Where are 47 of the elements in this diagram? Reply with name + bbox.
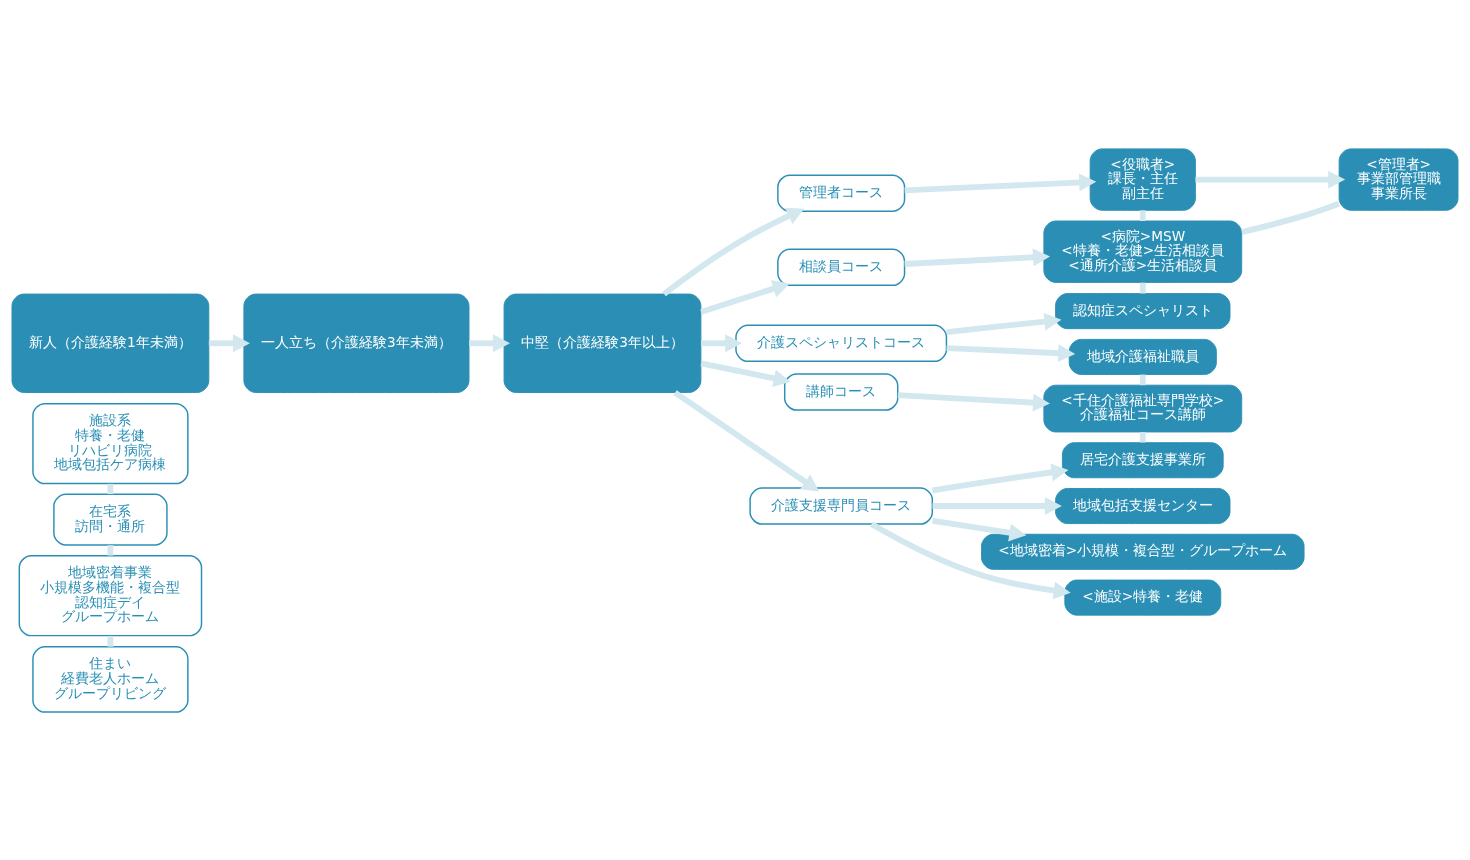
node-box: <地域密着>小規模・複合型・グループホーム	[981, 533, 1305, 570]
arrow	[700, 279, 790, 315]
arrow	[701, 333, 743, 352]
connector	[1139, 374, 1146, 385]
node-box: 在宅系 訪問・通所	[53, 493, 168, 546]
arrow	[700, 360, 791, 387]
arrow	[1195, 170, 1346, 188]
connector	[1139, 282, 1146, 293]
arrow	[931, 463, 1069, 493]
node-box: 介護支援専門員コース	[749, 486, 934, 525]
arrow	[673, 389, 820, 492]
arrow	[870, 521, 1071, 599]
arrow	[904, 247, 1051, 267]
node-box: <病院>MSW <特養・老健>生活相談員 <通所介護>生活相談員	[1043, 220, 1243, 283]
node-box: 地域密着事業 小規模多機能・複合型 認知症デイ グループホーム	[18, 554, 203, 636]
connector	[107, 544, 114, 556]
connector	[1139, 209, 1146, 221]
arrow	[904, 173, 1097, 193]
connector	[107, 483, 114, 494]
node-box: 施設系 特養・老健 リハビリ病院 地域包括ケア病棟	[32, 402, 189, 484]
node-box: 居宅介護支援事業所	[1061, 441, 1224, 478]
arrow	[662, 207, 805, 296]
node-box: 中堅（介護経験3年以上）	[503, 293, 702, 393]
connector	[1139, 431, 1146, 442]
connector	[1241, 200, 1340, 235]
node-box: 講師コース	[783, 372, 899, 411]
arrow	[208, 333, 250, 352]
node-box: <役職者> 課長・主任 副主任	[1089, 147, 1196, 211]
arrow	[469, 333, 510, 352]
arrow	[946, 312, 1062, 335]
node-box: 管理者コース	[777, 174, 906, 212]
arrow	[897, 391, 1050, 411]
node-box: <施設>特養・老健	[1064, 579, 1222, 616]
node-box: 認知症スペシャリスト	[1055, 292, 1231, 329]
node-box: <千住介護福祉専門学校> 介護福祉コース講師	[1043, 384, 1243, 432]
node-box: 相談員コース	[777, 248, 906, 286]
node-box: 地域介護福祉職員	[1068, 338, 1217, 375]
arrow	[932, 517, 1027, 541]
connector	[107, 635, 114, 647]
node-box: 住まい 経費老人ホーム グループリビング	[32, 645, 189, 713]
node-box: 地域包括支援センター	[1055, 487, 1231, 524]
node-box: 一人立ち（介護経験3年未満）	[243, 293, 470, 393]
arrow	[932, 496, 1062, 515]
node-box: 介護スペシャリストコース	[735, 324, 948, 362]
arrow	[946, 343, 1076, 362]
node-box: 新人（介護経験1年未満）	[11, 293, 210, 393]
node-box: <管理者> 事業部管理職 事業所長	[1338, 147, 1459, 211]
